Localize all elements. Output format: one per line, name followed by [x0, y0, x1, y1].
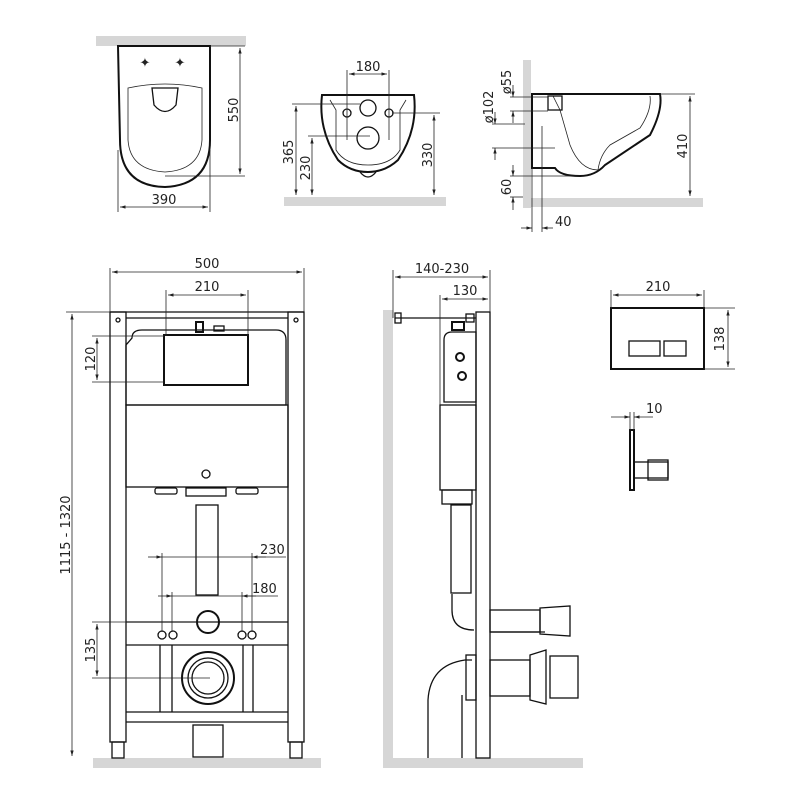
- svg-text:✦: ✦: [175, 56, 186, 71]
- plate-thickness-label: 10: [646, 402, 663, 417]
- access-height-label: 120: [84, 347, 99, 372]
- plate-height-label: 138: [713, 327, 728, 352]
- outlet-height-label-frame: 135: [84, 638, 99, 663]
- wall-strip: [96, 36, 246, 46]
- bottom-offset-label: 60: [500, 179, 515, 196]
- frame-height-label: 1115 - 1320: [59, 495, 74, 574]
- flush-plate-view: 210 138 10: [610, 280, 735, 491]
- frame-front-view: 500 210 120 1115 - 1320 230 180 135: [59, 257, 321, 768]
- toilet-back-view: 180 365 230 330: [282, 60, 446, 206]
- inlet-height-label: 365: [282, 140, 297, 165]
- frame-width-label: 500: [195, 257, 220, 272]
- bolt-outer-label: 230: [260, 543, 285, 558]
- bowl-height-label: 410: [676, 134, 691, 159]
- toilet-width-label: 390: [152, 193, 177, 208]
- outlet-height-label: 230: [299, 156, 314, 181]
- inlet-diameter-label: ø55: [500, 70, 515, 95]
- bolt-inner-label: 180: [252, 582, 277, 597]
- frame-side-view: 140-230 130: [383, 262, 583, 768]
- depth-range-label: 140-230: [415, 262, 469, 277]
- outlet-diameter-label: ø102: [482, 91, 497, 124]
- toilet-side-view: ø55 ø102 410 60 40: [482, 60, 703, 232]
- depth-label: 130: [453, 284, 478, 299]
- access-width-label: 210: [195, 280, 220, 295]
- toilet-top-view: ✦ ✦ 550 390: [96, 36, 246, 212]
- bolt-height-label: 330: [421, 143, 436, 168]
- toilet-depth-label: 550: [227, 98, 242, 123]
- svg-text:✦: ✦: [140, 56, 151, 71]
- bolt-spacing-label: 180: [356, 60, 381, 75]
- plate-width-label: 210: [646, 280, 671, 295]
- wall-gap-label: 40: [555, 215, 572, 230]
